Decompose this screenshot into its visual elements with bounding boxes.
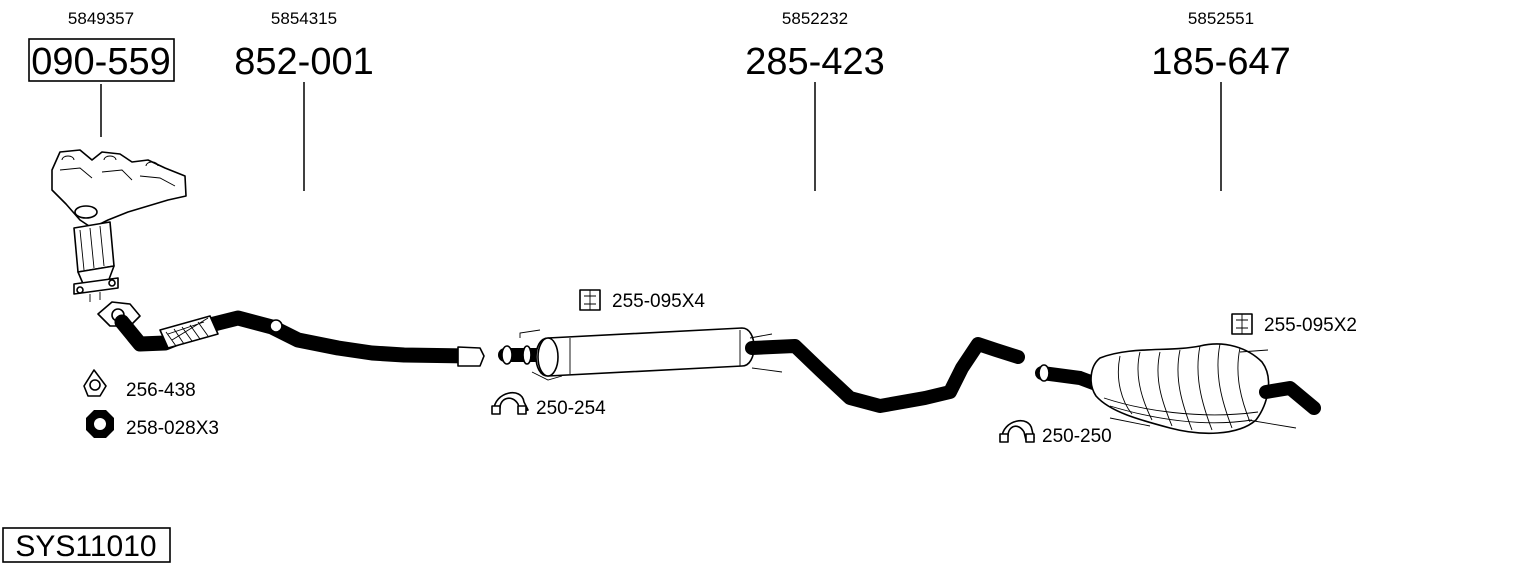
hex-nut-hole-icon (94, 418, 106, 430)
system-code-frame (2, 527, 171, 563)
oem-number-3: 5852232 (782, 9, 848, 28)
oem-number-4: 5852551 (1188, 9, 1254, 28)
part-number-1: 090-559 (31, 41, 170, 83)
part-number-frame (28, 38, 175, 82)
gasket-part-number: 256-438 (126, 380, 196, 401)
part-label-catalytic-manifold[interactable]: 5849357 090-559 (28, 9, 175, 137)
hanger-rear-part-number: 255-095X2 (1264, 315, 1357, 336)
accessory-hanger-rear[interactable]: 255-095X2 (1231, 313, 1357, 336)
oem-number-2: 5854315 (271, 9, 337, 28)
system-code-box[interactable]: SYS11010 (2, 527, 171, 563)
accessory-nut[interactable]: 258-028X3 (86, 410, 219, 439)
nut-part-number: 258-028X3 (126, 418, 219, 439)
accessory-clamp-rear[interactable]: 250-250 (999, 419, 1112, 447)
oem-number-1: 5849357 (68, 9, 134, 28)
accessory-clamp-front[interactable]: 250-254 (491, 391, 606, 419)
rear-silencer-drawing[interactable] (1035, 343, 1321, 435)
part-label-middle-silencer[interactable]: 5852232 285-423 (745, 9, 885, 191)
part-label-rear-silencer[interactable]: 5852551 185-647 (1151, 9, 1291, 191)
part-label-front-pipe[interactable]: 5854315 852-001 (234, 9, 374, 191)
hanger-middle-part-number: 255-095X4 (612, 291, 705, 312)
clamp-front-part-number: 250-254 (536, 398, 606, 419)
front-pipe-drawing[interactable] (97, 301, 485, 367)
system-code: SYS11010 (15, 530, 156, 563)
accessory-hanger-middle[interactable]: 255-095X4 (579, 289, 705, 312)
accessory-gasket[interactable]: 256-438 (83, 369, 196, 401)
clamp-rear-part-number: 250-250 (1042, 426, 1112, 447)
middle-silencer-drawing[interactable] (498, 327, 1025, 413)
part-number-3: 285-423 (745, 41, 884, 83)
gasket-hole-icon (89, 379, 101, 391)
part-number-4: 185-647 (1151, 41, 1290, 83)
catalytic-manifold-drawing[interactable] (51, 149, 187, 302)
part-number-2: 852-001 (234, 41, 373, 83)
